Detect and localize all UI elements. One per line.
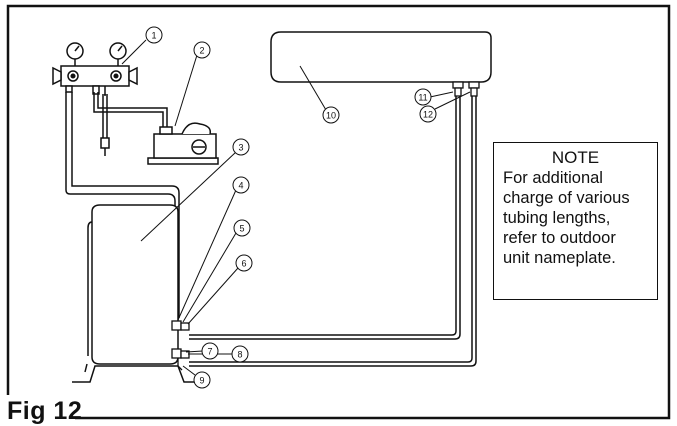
note-line: charge of various xyxy=(503,189,630,207)
svg-text:5: 5 xyxy=(239,224,244,234)
callout-1: 1 xyxy=(145,26,163,44)
callout-10: 10 xyxy=(322,106,340,124)
suction-service-valve xyxy=(171,320,182,331)
note-line: refer to outdoor xyxy=(503,229,616,247)
note-box: NOTE For additional charge of various tu… xyxy=(493,142,658,300)
svg-text:6: 6 xyxy=(241,259,246,269)
note-title: NOTE xyxy=(551,148,600,167)
indoor-fittings xyxy=(452,81,480,97)
svg-text:10: 10 xyxy=(326,111,336,121)
charging-hose xyxy=(100,86,110,156)
note-line: For additional xyxy=(503,169,603,187)
indoor-unit xyxy=(270,31,492,83)
callouts: 1 2 3 4 5 6 7 8 9 10 11 12 xyxy=(145,26,437,389)
note-body: For additional charge of various tubing … xyxy=(503,168,653,268)
interconnect-tubing xyxy=(189,96,477,367)
svg-text:4: 4 xyxy=(238,181,243,191)
callout-8: 8 xyxy=(231,345,249,363)
svg-text:2: 2 xyxy=(199,46,204,56)
pump-body xyxy=(153,133,217,159)
svg-text:12: 12 xyxy=(423,110,433,120)
callout-leaders xyxy=(121,39,471,376)
vacuum-pump xyxy=(147,122,219,165)
callout-12: 12 xyxy=(419,105,437,123)
note-line: tubing lengths, xyxy=(503,209,611,227)
note-line: unit nameplate. xyxy=(503,249,616,267)
svg-text:3: 3 xyxy=(238,143,243,153)
svg-text:7: 7 xyxy=(207,347,212,357)
svg-text:1: 1 xyxy=(151,31,156,41)
callout-2: 2 xyxy=(193,41,211,59)
pump-base xyxy=(147,157,219,165)
pump-hose xyxy=(93,92,168,128)
svg-text:9: 9 xyxy=(199,376,204,386)
figure-label: Fig 12 xyxy=(7,397,83,425)
suction-service-port xyxy=(180,322,190,331)
liquid-service-valve xyxy=(171,348,182,359)
gauge-manifold xyxy=(52,42,138,95)
callout-6: 6 xyxy=(235,254,253,272)
callout-4: 4 xyxy=(232,176,250,194)
callout-5: 5 xyxy=(233,219,251,237)
callout-7: 7 xyxy=(201,342,219,360)
svg-text:11: 11 xyxy=(418,93,427,103)
callout-9: 9 xyxy=(193,371,211,389)
unit-feet xyxy=(72,365,202,383)
svg-text:8: 8 xyxy=(237,350,242,360)
suction-hose xyxy=(65,92,180,318)
callout-3: 3 xyxy=(232,138,250,156)
outer-border xyxy=(6,4,671,420)
callout-11: 11 xyxy=(414,88,432,106)
